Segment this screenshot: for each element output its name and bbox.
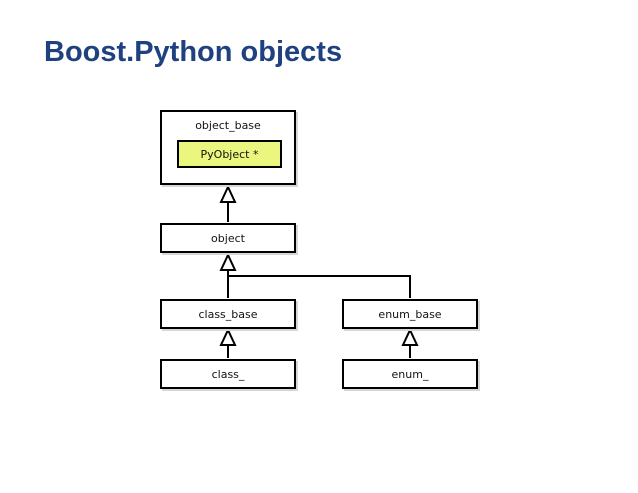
slide-title: Boost.Python objects [44,36,343,68]
node-class-base-label: class_base [198,307,258,321]
inheritance-arrow-icon [219,184,237,203]
node-object-base-label: object_base [195,119,261,132]
node-class: class_ [160,359,296,389]
node-enum-base-label: enum_base [378,307,442,321]
node-enum-label: enum_ [391,367,429,381]
inheritance-arrow-icon [219,327,237,346]
node-pyobject-ptr-label: PyObject * [200,147,259,161]
inheritance-arrow-icon [219,252,237,271]
node-pyobject-ptr: PyObject * [177,140,282,168]
node-enum-base: enum_base [342,299,478,329]
node-class-label: class_ [211,367,245,381]
node-object-label: object [211,231,245,245]
inheritance-arrow-icon [401,327,419,346]
node-class-base: class_base [160,299,296,329]
node-object: object [160,223,296,253]
node-enum: enum_ [342,359,478,389]
